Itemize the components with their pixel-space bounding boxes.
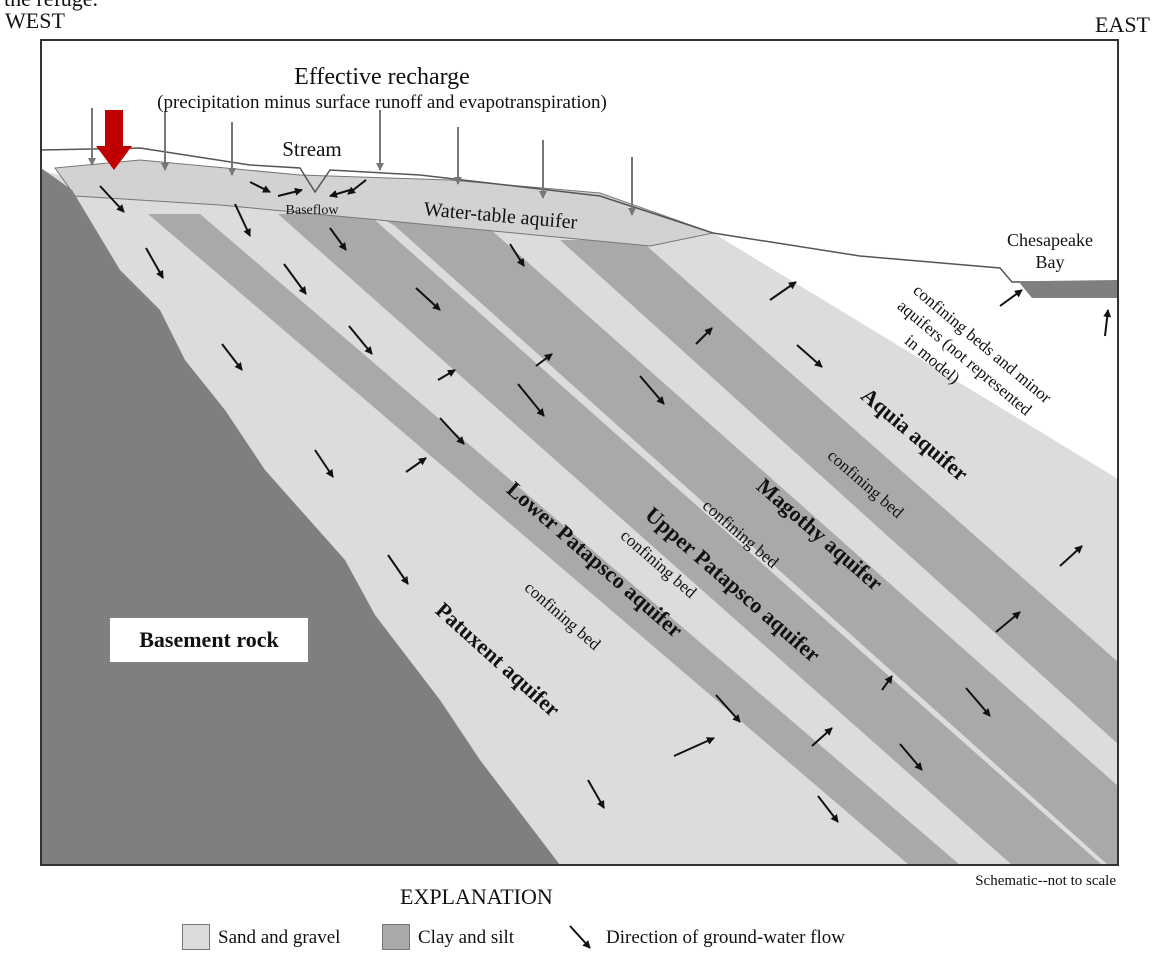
clay-band-2 xyxy=(278,214,1102,865)
flow-arrow xyxy=(221,343,243,371)
legend-sand-swatch xyxy=(182,924,210,950)
highlight-red-arrow xyxy=(96,110,132,170)
clay-band-3 xyxy=(385,220,1118,865)
flow-arrow xyxy=(517,383,545,417)
flow-arrow xyxy=(283,263,307,295)
flow-arrow xyxy=(587,779,605,809)
recharge-arrows xyxy=(88,108,636,216)
flow-arrow xyxy=(145,247,164,279)
flow-arrow xyxy=(249,181,271,193)
flow-arrow xyxy=(99,185,125,213)
flow-arrow xyxy=(1059,545,1083,567)
legend-title: EXPLANATION xyxy=(400,884,553,909)
flow-arrow xyxy=(811,727,833,747)
flow-arrow xyxy=(995,611,1021,633)
flow-arrow xyxy=(234,203,251,237)
west-label: WEST xyxy=(5,8,65,33)
flow-arrow xyxy=(999,289,1023,307)
bay-label-line1: Chesapeake xyxy=(1007,230,1093,250)
flow-arrow xyxy=(535,353,553,367)
legend-sand-label: Sand and gravel xyxy=(218,927,341,948)
top-cut-caption: the refuge. xyxy=(4,0,98,12)
flow-arrows xyxy=(99,179,1112,823)
baseflow-label: Baseflow xyxy=(286,203,340,218)
flow-arrow xyxy=(314,449,334,478)
flow-arrow xyxy=(715,694,741,723)
flow-arrow xyxy=(796,344,823,368)
flow-arrow xyxy=(348,325,373,355)
flow-arrow xyxy=(405,457,427,473)
basement-label-box xyxy=(110,618,308,662)
flow-arrow xyxy=(695,327,713,345)
flow-arrow xyxy=(965,687,991,717)
flow-arrow xyxy=(639,375,665,405)
flow-arrow xyxy=(347,179,367,195)
flow-arrow xyxy=(769,281,797,301)
flow-arrow xyxy=(509,243,525,267)
legend-clay-swatch xyxy=(382,924,410,950)
recharge-title: Effective recharge xyxy=(294,64,470,90)
flow-arrow xyxy=(881,675,893,691)
basement-rock-label: Basement rock xyxy=(139,627,279,652)
flow-arrow xyxy=(673,737,715,757)
clay-band-4 xyxy=(560,240,1118,744)
flow-arrow xyxy=(1103,309,1112,337)
bay-label-line2: Bay xyxy=(1036,252,1065,272)
legend-flow-arrow-icon xyxy=(569,925,591,949)
flow-arrow xyxy=(817,795,839,823)
chesapeake-bay-water xyxy=(1018,281,1118,298)
flow-arrow xyxy=(329,227,347,251)
flow-arrow xyxy=(899,743,923,771)
flow-arrow xyxy=(387,554,409,585)
flow-arrow xyxy=(437,369,456,381)
basement-rock xyxy=(41,168,560,865)
land-surface xyxy=(41,147,1118,283)
east-label: EAST xyxy=(1095,12,1150,37)
recharge-subtitle: (precipitation minus surface runoff and … xyxy=(157,92,607,113)
clay-band-1 xyxy=(148,214,960,865)
flow-arrow xyxy=(329,189,351,198)
flow-arrow xyxy=(415,287,441,311)
flow-arrow xyxy=(277,187,303,197)
flow-arrow xyxy=(439,417,465,445)
legend-clay-label: Clay and silt xyxy=(418,927,515,948)
schematic-note: Schematic--not to scale xyxy=(975,873,1116,889)
stream-label: Stream xyxy=(282,137,341,161)
diagram-frame xyxy=(40,39,1119,866)
legend-flow-label: Direction of ground-water flow xyxy=(606,927,846,948)
